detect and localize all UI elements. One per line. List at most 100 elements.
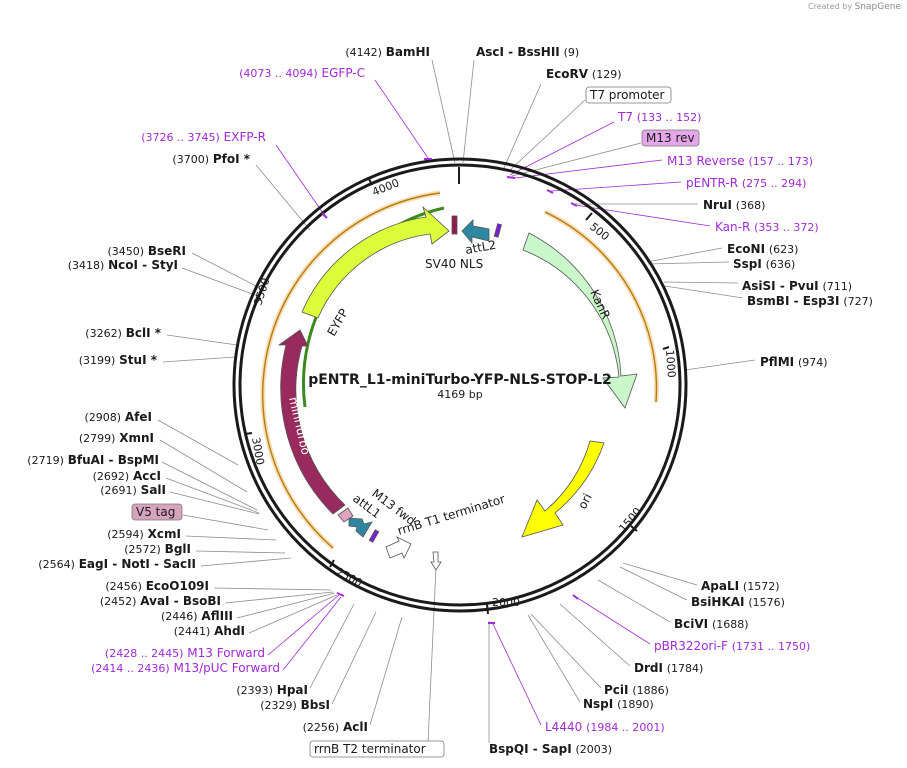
- ecorv-label[interactable]: EcoRV (129): [546, 67, 622, 81]
- bsihkai-text: BsiHKAI (1576): [691, 595, 785, 609]
- m13reverse-text: M13 Reverse (157 .. 173): [667, 154, 813, 168]
- pflmi-text: PflMI (974): [760, 355, 828, 369]
- bamhi-label[interactable]: (4142) BamHI: [345, 45, 430, 59]
- hpai-name: HpaI: [277, 683, 308, 697]
- v5tag-label[interactable]: V5 tag: [131, 503, 183, 521]
- snapgene-credit: Created by SnapGene: [808, 2, 901, 12]
- egfpc-label[interactable]: (4073 .. 4094) EGFP-C: [239, 66, 365, 80]
- exfpr-label[interactable]: (3726 .. 3745) EXFP-R: [141, 130, 266, 144]
- tick-label-3000: 3000: [249, 436, 267, 466]
- bcivi-leader-line: [597, 579, 671, 623]
- ecorv-leader-line: [502, 83, 542, 171]
- asisi-label[interactable]: AsiSI - PvuI (711): [742, 279, 852, 293]
- l4440-text: L4440 (1984 .. 2001): [545, 720, 665, 734]
- rrnb-t1-arrow: [385, 536, 412, 559]
- ecoo109i-label[interactable]: (2456) EcoO109I: [105, 579, 209, 593]
- acli-label[interactable]: (2256) AclI: [303, 720, 368, 734]
- bcivi-label[interactable]: BciVI (1688): [674, 617, 749, 631]
- bsihkai-leader-line: [619, 566, 688, 601]
- bcivi-text: BciVI (1688): [674, 617, 749, 631]
- bbsi-label[interactable]: (2329) BbsI: [260, 698, 330, 712]
- pcii-text: PciI (1886): [604, 683, 669, 697]
- sali-label[interactable]: (2691) SalI: [100, 483, 166, 497]
- xmni-position: (2799): [79, 432, 116, 445]
- avai-label[interactable]: (2452) AvaI - BsoBI: [100, 594, 221, 608]
- ahdi-label[interactable]: (2441) AhdI: [174, 624, 245, 638]
- bcli-label[interactable]: (3262) BclI *: [85, 326, 161, 340]
- bfuai-label[interactable]: (2719) BfuAI - BspMI: [27, 453, 159, 467]
- attl2-arrow: [461, 219, 490, 245]
- bspqi-label[interactable]: BspQI - SapI (2003): [489, 742, 612, 756]
- stui-position: (3199): [79, 354, 116, 367]
- apali-label[interactable]: ApaLI (1572): [701, 579, 780, 593]
- econi-label[interactable]: EcoNI (623): [727, 242, 798, 256]
- acci-name: AccI: [133, 469, 161, 483]
- sali-text: (2691) SalI: [100, 483, 166, 497]
- kanr-label[interactable]: Kan-R (353 .. 372): [715, 220, 819, 234]
- rrnbt2-label[interactable]: rrnB T2 terminator: [309, 740, 445, 758]
- m13forward-leader-line: [267, 594, 340, 656]
- bseri-label[interactable]: (3450) BseRI: [107, 244, 186, 258]
- kanr-text: Kan-R (353 .. 372): [715, 220, 819, 234]
- xmni-label[interactable]: (2799) XmnI: [79, 431, 154, 445]
- t7-label[interactable]: T7 (133 .. 152): [617, 110, 701, 124]
- eagi-label[interactable]: (2564) EagI - NotI - SacII: [38, 557, 196, 571]
- pentrr-label[interactable]: pENTR-R (275 .. 294): [686, 176, 806, 190]
- sspi-label[interactable]: SspI (636): [733, 257, 795, 271]
- asci-text: AscI - BssHII (9): [476, 45, 579, 59]
- m13rev-label[interactable]: M13 rev: [641, 129, 700, 147]
- xcmi-label[interactable]: (2594) XcmI: [107, 527, 181, 541]
- bcivi-name: BciVI: [674, 617, 708, 631]
- l4440-label[interactable]: L4440 (1984 .. 2001): [545, 720, 665, 734]
- egfpc-leader-line: [374, 79, 429, 159]
- bspqi-name: BspQI - SapI: [489, 742, 572, 756]
- pfoi-text: (3700) PfoI *: [172, 152, 250, 166]
- ahdi-position: (2441): [174, 625, 211, 638]
- bgli-label[interactable]: (2572) BglI: [124, 542, 191, 556]
- bseri-text: (3450) BseRI: [107, 244, 186, 258]
- avai-text: (2452) AvaI - BsoBI: [100, 594, 221, 608]
- bsmbi-label[interactable]: BsmBI - Esp3I (727): [747, 294, 873, 308]
- acci-label[interactable]: (2692) AccI: [93, 469, 161, 483]
- ahdi-leader-line: [248, 594, 338, 634]
- drdi-name: DrdI: [634, 661, 663, 675]
- xmni-name: XmnI: [119, 431, 154, 445]
- econi-position: (623): [769, 243, 799, 256]
- apali-name: ApaLI: [701, 579, 739, 593]
- pcii-label[interactable]: PciI (1886): [604, 683, 669, 697]
- pbr322-label[interactable]: pBR322ori-F (1731 .. 1750): [654, 639, 810, 653]
- nspi-label[interactable]: NspI (1890): [583, 697, 654, 711]
- frui-label[interactable]: NruI (368): [703, 198, 765, 212]
- m13rev-text: M13 rev: [646, 131, 695, 145]
- afei-label[interactable]: (2908) AfeI: [84, 410, 152, 424]
- sv40-nls-label: SV40 NLS: [425, 257, 483, 271]
- aflii-label[interactable]: (2446) AflIII: [161, 609, 233, 623]
- pflmi-label[interactable]: PflMI (974): [760, 355, 828, 369]
- hpai-label[interactable]: (2393) HpaI: [236, 683, 308, 697]
- t7prom-label[interactable]: T7 promoter: [585, 86, 672, 104]
- v5tag-leader-line: [182, 514, 269, 531]
- stui-text: (3199) StuI *: [79, 353, 158, 367]
- m13forward-label[interactable]: (2428 .. 2445) M13 Forward: [105, 646, 265, 660]
- ahdi-name: AhdI: [214, 624, 245, 638]
- aflii-name: AflIII: [201, 609, 233, 623]
- pbr322-leader-line: [575, 596, 651, 645]
- ncoi-label[interactable]: (3418) NcoI - StyI: [68, 258, 178, 272]
- m13puc-leader-line: [282, 596, 342, 671]
- nspi-text: NspI (1890): [583, 697, 654, 711]
- credit-prefix: Created by: [808, 2, 853, 11]
- miniturbo-arrow: [277, 329, 346, 515]
- pfoi-label[interactable]: (3700) PfoI *: [172, 152, 250, 166]
- bsihkai-position: (1576): [748, 596, 785, 609]
- bsihkai-label[interactable]: BsiHKAI (1576): [691, 595, 785, 609]
- m13reverse-label[interactable]: M13 Reverse (157 .. 173): [667, 154, 813, 168]
- bspqi-position: (2003): [576, 743, 613, 756]
- asci-label[interactable]: AscI - BssHII (9): [476, 45, 579, 59]
- drdi-label[interactable]: DrdI (1784): [634, 661, 703, 675]
- pfoi-position: (3700): [172, 153, 209, 166]
- nspi-name: NspI: [583, 697, 613, 711]
- bcli-name: BclI *: [126, 326, 162, 340]
- m13puc-label[interactable]: (2414 .. 2436) M13/pUC Forward: [91, 661, 280, 675]
- drdi-leader-line: [559, 603, 631, 667]
- stui-label[interactable]: (3199) StuI *: [79, 353, 158, 367]
